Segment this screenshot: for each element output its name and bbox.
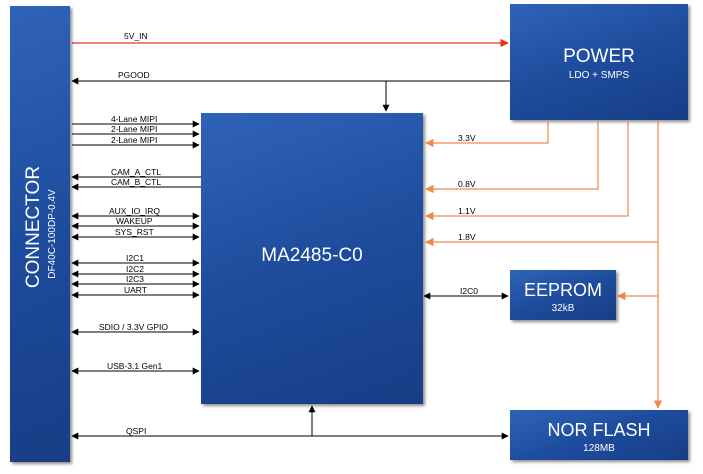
label-usb: USB-3.1 Gen1 [107,361,163,371]
connector-subtitle: DF40C-100DP-0.4V [47,189,58,279]
soc-block: MA2485-C0 [201,113,423,404]
label-mipi2b: 2-Lane MIPI [111,135,158,145]
label-cam-b: CAM_B_CTL [111,177,162,187]
label-mipi4: 4-Lane MIPI [111,114,158,124]
label-wakeup: WAKEUP [116,216,153,226]
label-0v8: 0.8V [458,179,476,189]
label-pgood: PGOOD [118,70,150,80]
power-title: POWER [563,46,635,67]
label-i2c3: I2C3 [126,274,144,284]
soc-title: MA2485-C0 [261,245,363,266]
label-1v1: 1.1V [458,206,476,216]
label-5v-in: 5V_IN [124,31,148,41]
nor-flash-block: NOR FLASH 128MB [510,410,688,460]
connector-block: CONNECTOR DF40C-100DP-0.4V [10,6,70,462]
label-sys-rst: SYS_RST [115,227,154,237]
power-subtitle: LDO + SMPS [568,70,630,81]
label-sdio: SDIO / 3.3V GPIO [99,322,168,332]
rail-1v1 [425,122,629,221]
nor-flash-title: NOR FLASH [547,420,651,440]
power-block: POWER LDO + SMPS [510,4,688,120]
label-i2c2: I2C2 [126,264,144,274]
eeprom-title: EEPROM [523,280,602,300]
connector-title: CONNECTOR [23,165,44,289]
label-uart: UART [124,285,147,295]
label-qspi: QSPI [126,426,147,436]
label-cam-a: CAM_A_CTL [111,167,162,177]
eeprom-subtitle: 32kB [551,303,575,314]
label-i2c1: I2C1 [126,253,144,263]
rail-0v8 [425,122,599,194]
label-3v3: 3.3V [458,133,476,143]
eeprom-block: EEPROM 32kB [510,270,616,320]
rail-3v3 [425,122,549,148]
label-aux-io: AUX_IO_IRQ [109,206,161,216]
label-i2c0: I2C0 [460,286,478,296]
label-mipi2a: 2-Lane MIPI [111,124,158,134]
nor-flash-subtitle: 128MB [583,443,615,454]
label-1v8: 1.8V [458,232,476,242]
